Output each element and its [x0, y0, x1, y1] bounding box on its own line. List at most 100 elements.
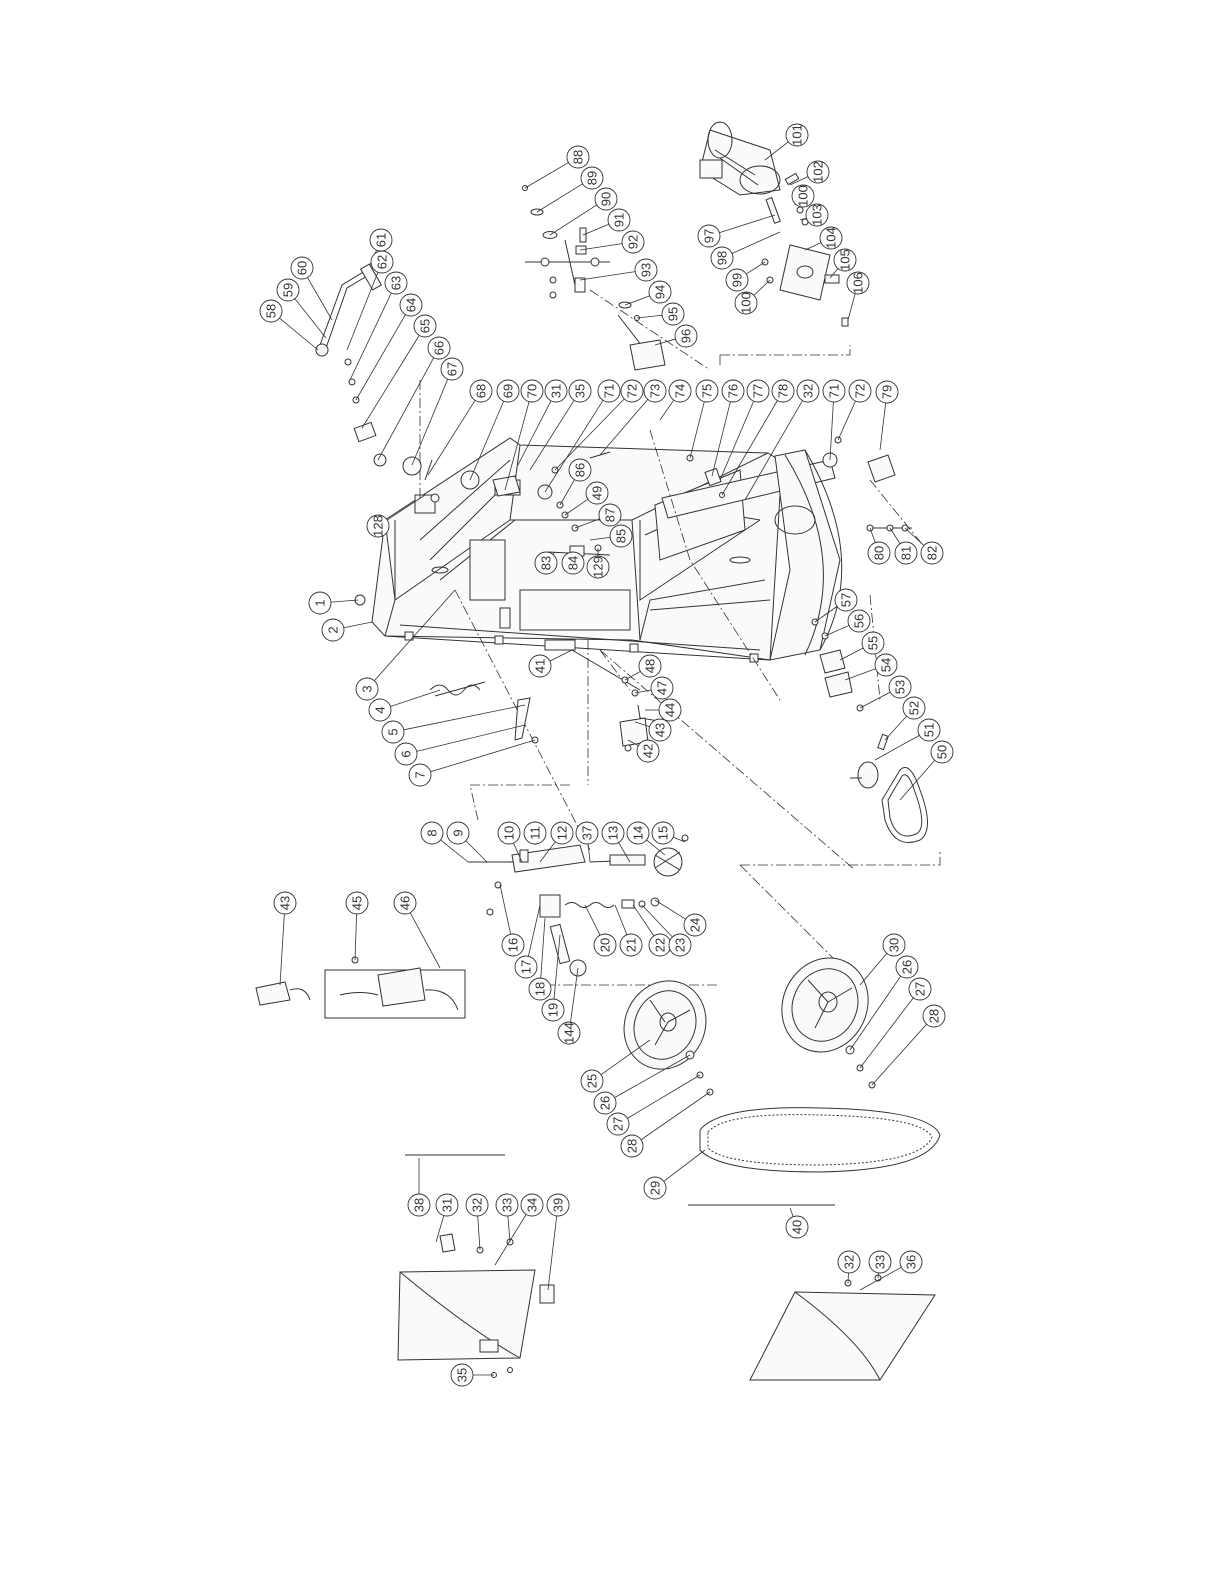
callout-label: 88 [571, 150, 586, 164]
callout-50: 50 [930, 740, 954, 764]
saw-blade [699, 1107, 941, 1173]
callout-circle [861, 631, 885, 655]
callout-label: 23 [673, 938, 688, 952]
callout-circle [658, 698, 682, 722]
leader-line-36 [859, 1266, 902, 1291]
leader-line-22 [632, 904, 655, 937]
callout-circle [276, 278, 300, 302]
callout-circle [668, 933, 692, 957]
callout-label: 49 [590, 486, 605, 500]
callout-label: 78 [776, 384, 791, 398]
callout-circle [520, 379, 544, 403]
callout-circle [867, 541, 891, 565]
callout-label: 83 [539, 556, 554, 570]
callout-78: 78 [771, 379, 795, 403]
leader-line-28 [871, 1023, 927, 1086]
callout-label: 14 [631, 826, 646, 840]
callout-43: 43 [273, 891, 297, 915]
callout-label: 93 [639, 263, 654, 277]
leader-line-88 [524, 162, 569, 189]
leader-line-58 [279, 317, 319, 351]
lower-wheel [781, 957, 876, 1089]
upper-wheel [623, 980, 714, 1096]
callout-71: 71 [597, 379, 621, 403]
callout-84: 84 [561, 551, 585, 575]
callout-label: 35 [573, 384, 588, 398]
callout-circle [902, 696, 926, 720]
leader-line-34 [494, 1214, 527, 1266]
leader-line-32 [477, 1215, 481, 1251]
callout-15: 15 [651, 821, 675, 845]
callout-circle [585, 481, 609, 505]
callout-label: 33 [500, 1198, 515, 1212]
callout-circle [440, 357, 464, 381]
callout-label: 45 [350, 896, 365, 910]
callout-circle [528, 654, 552, 678]
leader-line-19 [553, 934, 561, 1000]
callout-label: 57 [839, 593, 854, 607]
callout-label: 28 [625, 1139, 640, 1153]
callout-100: 100 [734, 291, 758, 315]
callout-71: 71 [822, 379, 846, 403]
callout-86: 86 [568, 458, 592, 482]
leader-line-78 [721, 400, 778, 496]
leader-line-98 [731, 231, 781, 254]
leader-line-97 [719, 214, 776, 234]
leader-line-75 [689, 401, 705, 459]
callout-8: 8 [420, 821, 444, 845]
callout-circle [407, 1193, 431, 1217]
leader-line-95 [636, 314, 663, 319]
callout-label: 68 [474, 384, 489, 398]
callout-label: 7 [413, 771, 428, 778]
callout-circle [601, 821, 625, 845]
callout-label: 100 [796, 185, 811, 207]
callout-circle [544, 379, 568, 403]
callout-label: 8 [425, 829, 440, 836]
callout-label: 36 [904, 1255, 919, 1269]
callout-circle [674, 324, 698, 348]
leader-line-101 [764, 141, 789, 161]
callout-circle [648, 718, 672, 742]
callout-label: 17 [519, 960, 534, 974]
leader-line-105 [829, 268, 839, 279]
callout-52: 52 [902, 696, 926, 720]
callout-circle [597, 379, 621, 403]
callout-circle [725, 268, 749, 292]
callout-label: 128 [371, 515, 386, 537]
callout-circle [606, 1112, 630, 1136]
lower-guide [811, 618, 864, 712]
callout-circle [384, 271, 408, 295]
callout-circle [668, 379, 692, 403]
callout-circle [366, 514, 390, 538]
callout-label: 46 [398, 896, 413, 910]
callout-circle [683, 913, 707, 937]
callout-104: 104 [819, 226, 843, 250]
callout-circle [575, 821, 599, 845]
centerlines [419, 289, 941, 986]
callout-circle [523, 821, 547, 845]
callout-93: 93 [634, 258, 658, 282]
callout-circle [822, 379, 846, 403]
callout-label: 32 [470, 1198, 485, 1212]
callout-circle [620, 379, 644, 403]
callout-circle [917, 718, 941, 742]
callout-circle [568, 379, 592, 403]
callout-label: 103 [810, 204, 825, 226]
leader-line-15 [673, 836, 686, 843]
callout-46: 46 [393, 891, 417, 915]
callout-label: 32 [842, 1255, 857, 1269]
callout-label: 33 [873, 1255, 888, 1269]
callout-label: 66 [432, 341, 447, 355]
leader-line-92 [579, 243, 623, 251]
callout-label: 43 [653, 723, 668, 737]
callout-circle [819, 226, 843, 250]
callout-32: 32 [837, 1250, 861, 1274]
callout-105: 105 [833, 248, 857, 272]
callout-label: 4 [373, 706, 388, 713]
callout-60: 60 [290, 256, 314, 280]
callout-circle [621, 230, 645, 254]
callout-103: 103 [805, 203, 829, 227]
callout-42: 42 [636, 739, 660, 763]
callout-18: 18 [528, 977, 552, 1001]
